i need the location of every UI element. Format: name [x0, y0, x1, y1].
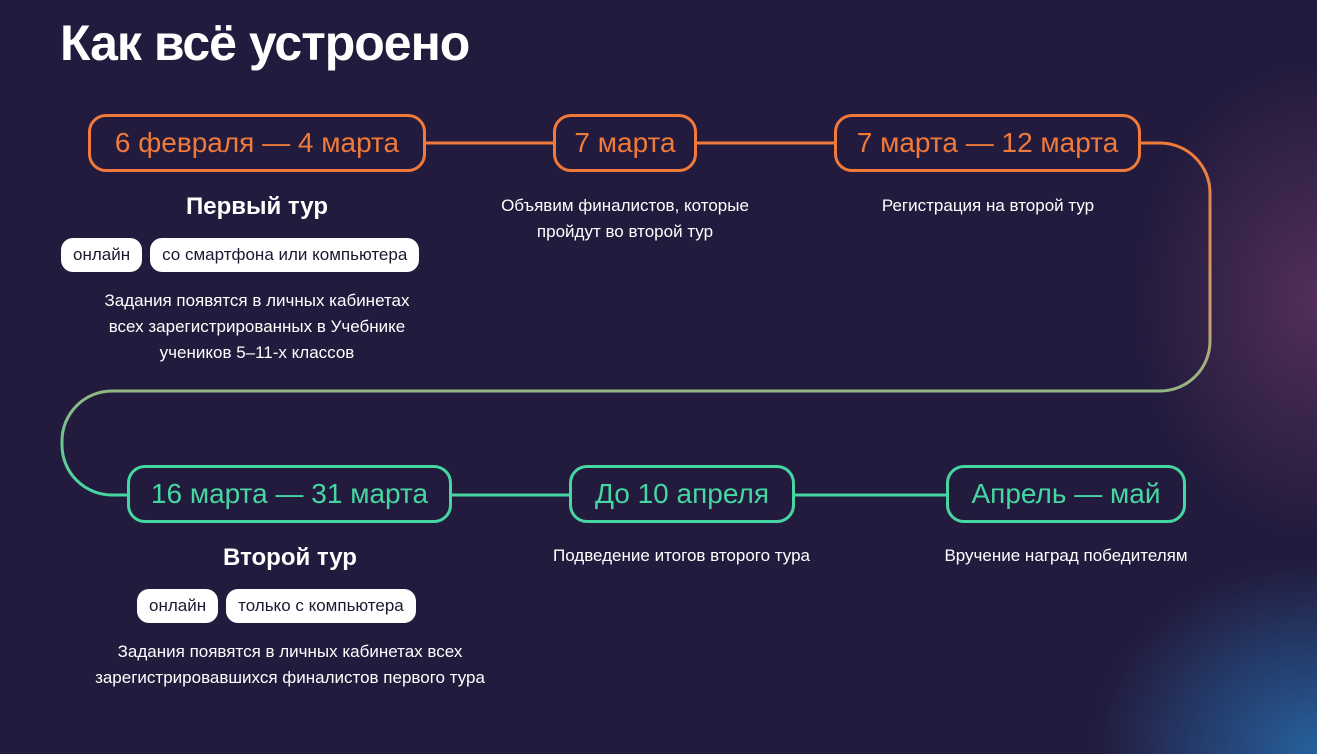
- stage4-title: Второй тур: [223, 544, 357, 571]
- stage4-description-line: зарегистрировавшихся финалистов первого …: [95, 668, 485, 687]
- stage3-description: Регистрация на второй тур: [838, 193, 1138, 219]
- stage5-description: Подведение итогов второго тура: [500, 543, 863, 569]
- stage2-description: Объявим финалистов, которые пройдут во в…: [445, 193, 805, 245]
- stage6-description-line: Вручение наград победителям: [944, 546, 1188, 565]
- stage1-description-line: всех зарегистрированных в Учебнике: [108, 317, 406, 336]
- stage3-description-line: Регистрация на второй тур: [881, 196, 1095, 215]
- stage4-description-line: Задания появятся в личных кабинетах всех: [117, 642, 463, 661]
- stage2-description-line: Объявим финалистов, которые: [501, 196, 749, 215]
- page-title: Как всё устроено: [60, 15, 470, 71]
- stage5-date-pill: До 10 апреля: [569, 465, 795, 523]
- stage5-description-line: Подведение итогов второго тура: [553, 546, 810, 565]
- stage4-description: Задания появятся в личных кабинетах всех…: [40, 639, 540, 691]
- stage6-description: Вручение наград победителям: [906, 543, 1226, 569]
- stage1-date-pill: 6 февраля — 4 марта: [88, 114, 426, 172]
- tag-device: со смартфона или компьютера: [150, 238, 420, 272]
- tag-device: только с компьютера: [226, 589, 416, 623]
- stage1-description: Задания появятся в личных кабинетах всех…: [57, 288, 457, 366]
- stage2-description-line: пройдут во второй тур: [536, 222, 714, 241]
- stage1-description-line: Задания появятся в личных кабинетах: [104, 291, 410, 310]
- stage2-date-pill: 7 марта: [553, 114, 697, 172]
- stage1-title: Первый тур: [186, 193, 328, 220]
- stage1-description-line: учеников 5–11-х классов: [159, 343, 355, 362]
- stage6-date-pill: Апрель — май: [946, 465, 1186, 523]
- tag-online: онлайн: [137, 589, 219, 623]
- tag-online: онлайн: [61, 238, 143, 272]
- stage1-tags: онлайн со смартфона или компьютера: [61, 238, 420, 272]
- stage4-date-pill: 16 марта — 31 марта: [127, 465, 452, 523]
- stage3-date-pill: 7 марта — 12 марта: [834, 114, 1141, 172]
- stage4-tags: онлайн только с компьютера: [137, 589, 416, 623]
- connector-curve: [60, 141, 1212, 497]
